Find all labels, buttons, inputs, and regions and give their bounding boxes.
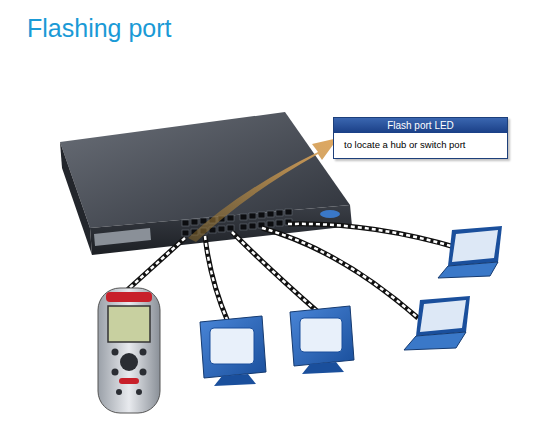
switch-logo (320, 210, 340, 218)
cables (125, 224, 458, 322)
callout-box: Flash port LEDto locate a hub or switch … (333, 117, 508, 159)
diagram-title: Flashing port (27, 14, 172, 43)
desktop-monitor (290, 306, 354, 374)
desktop-monitor (200, 316, 266, 386)
twisted-cable (262, 228, 418, 318)
laptop (404, 296, 470, 350)
network-switch (60, 112, 352, 255)
twisted-cable (205, 236, 228, 322)
twisted-cable (125, 238, 185, 292)
handheld-tester (98, 288, 160, 413)
switch-side (60, 142, 92, 255)
callout-heading: Flash port LED (334, 118, 507, 133)
laptop (438, 226, 502, 278)
twisted-cable (288, 224, 458, 248)
switch-panel (94, 228, 151, 246)
callout-text: to locate a hub or switch port (334, 133, 507, 158)
